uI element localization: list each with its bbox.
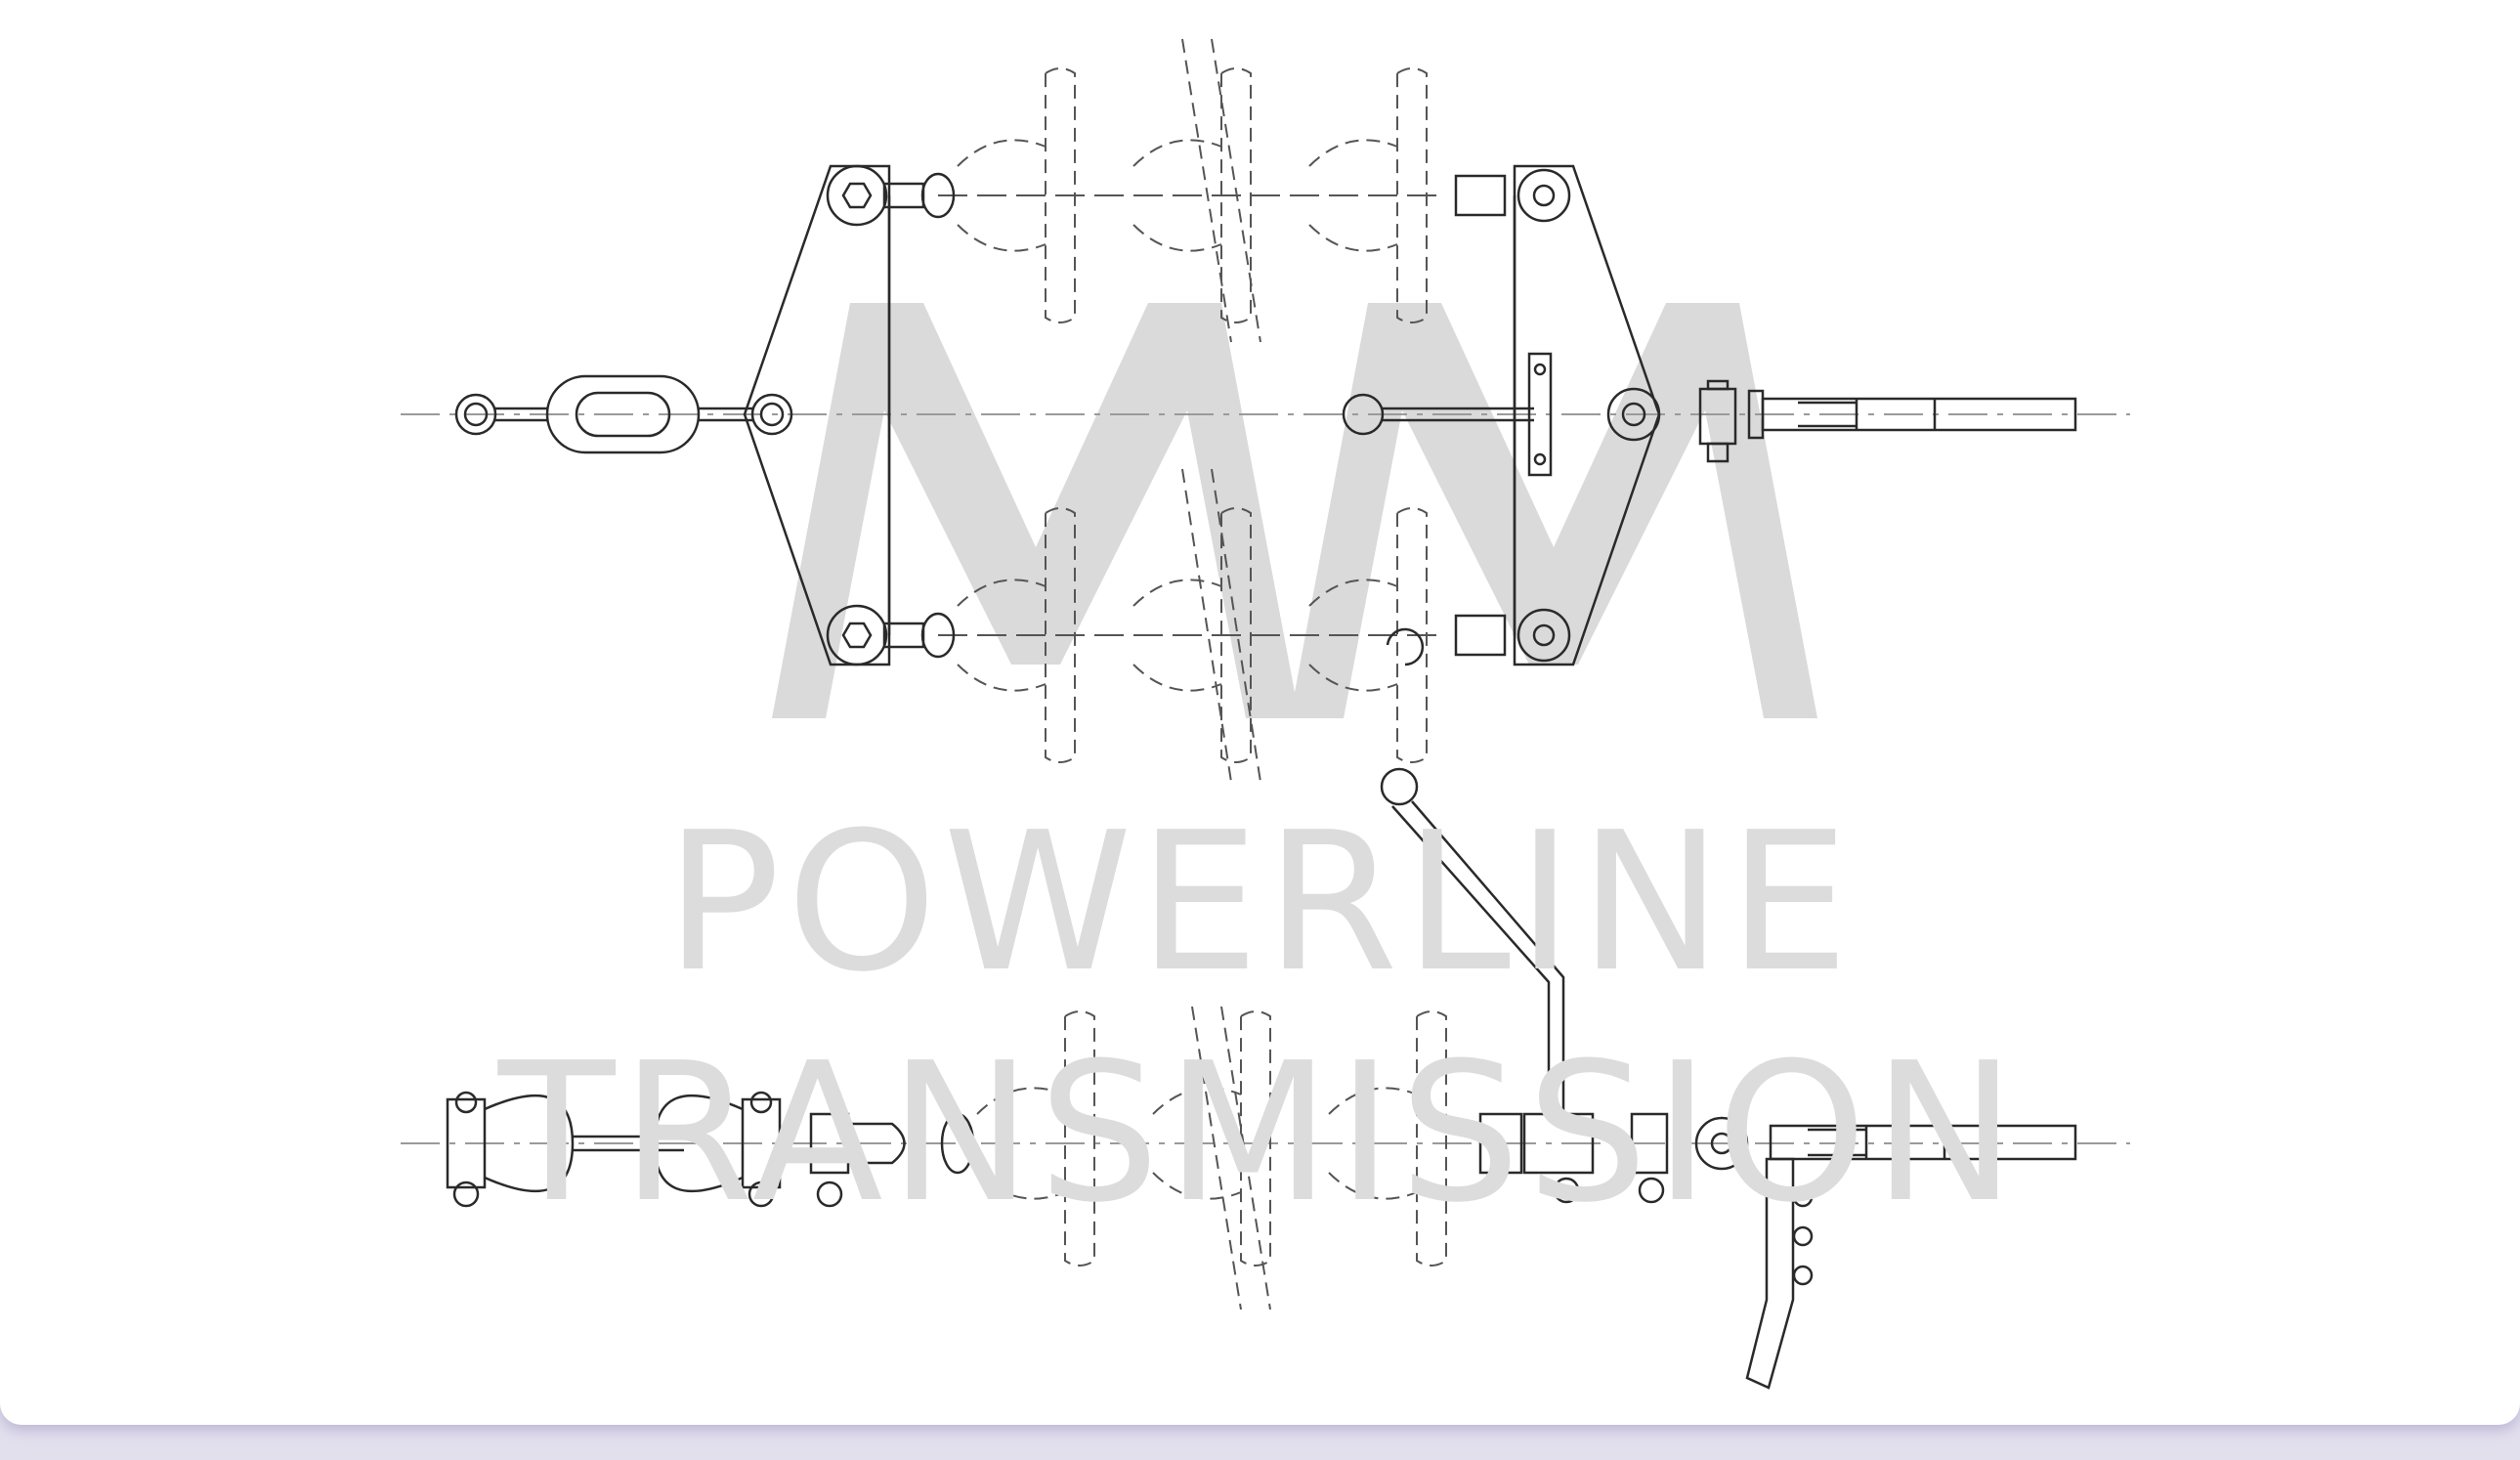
- arcing-horn: [1380, 767, 1565, 1114]
- drawing-card: POWERLINE TRANSMISSION: [0, 0, 2520, 1425]
- insulator-assembly-drawing: [401, 38, 2130, 1390]
- double-string-plan-view: [401, 38, 2130, 783]
- mm-logo-watermark: [772, 303, 1817, 718]
- left-anchor-shackle: [454, 374, 793, 454]
- lower-insulator-string: [957, 468, 1428, 783]
- side-insulator-string: [976, 1006, 1447, 1310]
- right-tension-clamp: [1606, 379, 2077, 463]
- left-shackle-set: [446, 1091, 975, 1208]
- upper-insulator-string: [957, 38, 1428, 343]
- right-yoke-plate: [1342, 164, 1661, 666]
- single-string-side-view: [401, 767, 2130, 1390]
- left-yoke-plate: [743, 164, 956, 666]
- right-clamp-set: [1478, 1112, 2077, 1390]
